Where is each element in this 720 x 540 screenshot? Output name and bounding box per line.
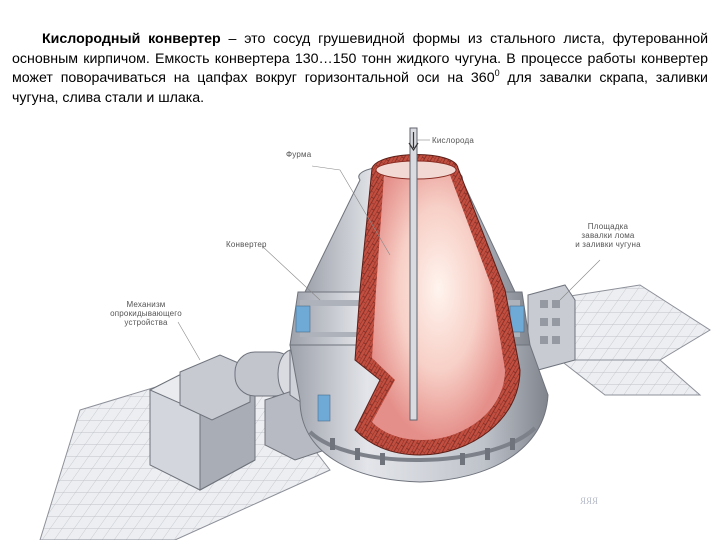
label-mechanism-line2: опрокидывающего: [110, 309, 182, 318]
description-body: – это сосуд грушевидной формы из стально…: [12, 31, 709, 86]
label-oxygen: Кислорода: [432, 136, 474, 145]
label-platform: Площадка завалки лома и заливки чугуна: [560, 222, 656, 249]
label-tuyere: Фурма: [286, 150, 312, 159]
degree-superscript: 0: [494, 68, 500, 78]
label-mechanism-line3: устройства: [124, 318, 168, 327]
label-converter: Конвертер: [226, 240, 267, 249]
faint-signature: ЯЯЯ: [580, 496, 599, 506]
label-platform-line1: Площадка: [587, 222, 629, 231]
leader-lines: [177, 139, 601, 361]
label-mechanism: Механизм опрокидывающего устройства: [98, 300, 194, 327]
floor-platform-right: [544, 284, 711, 396]
trunnion-support-right: [527, 284, 576, 371]
label-mechanism-line1: Механизм: [126, 300, 166, 309]
term-oxygen-converter: Кислородный конвертер: [42, 31, 221, 47]
oxygen-lance: [408, 127, 419, 421]
converter-cutaway-lining: [354, 154, 521, 456]
description-paragraph: Кислородный конвертер – это сосуд грушев…: [12, 30, 708, 108]
label-platform-line2: завалки лома: [581, 231, 635, 240]
description-tail: для завалки скрапа, заливки чугуна, слив…: [12, 70, 708, 106]
label-platform-line3: и заливки чугуна: [575, 240, 641, 249]
